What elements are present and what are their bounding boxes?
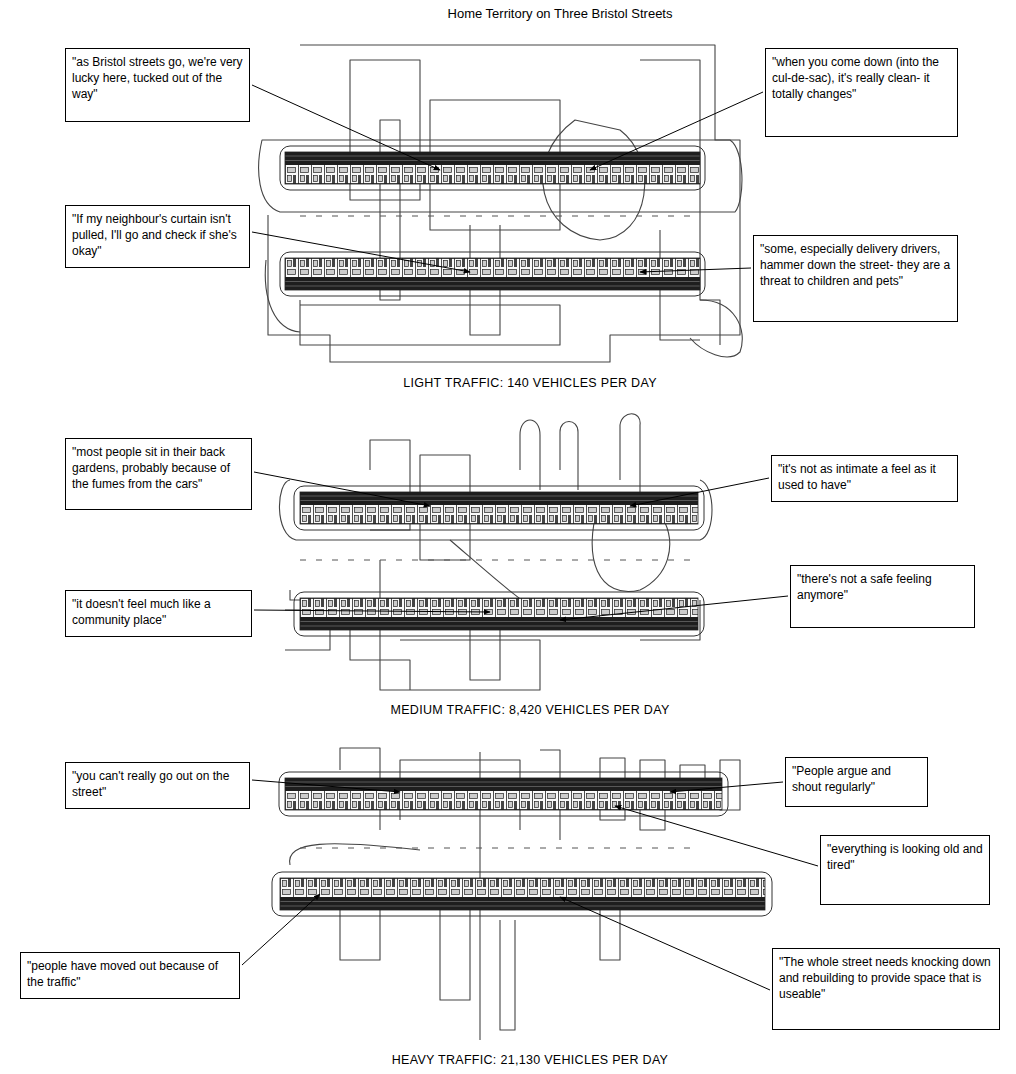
terrace-outline: [294, 486, 704, 530]
territory-scribble: [440, 900, 470, 1000]
quote-box: "The whole street needs knocking down an…: [772, 948, 1000, 1030]
quote-box: "it's not as intimate a feel as it used …: [771, 455, 958, 502]
terrace-outline: [279, 772, 728, 816]
quote-box: "there's not a safe feeling anymore": [790, 565, 975, 628]
quote-text: "as Bristol streets go, we're very lucky…: [72, 54, 243, 103]
leader-line: [242, 85, 818, 990]
quote-box: "when you come down (into the cul-de-sac…: [765, 48, 958, 137]
leader-line: [252, 232, 470, 272]
territory-scribble: [300, 300, 560, 345]
territory-scribble: [279, 414, 712, 690]
leader-line: [560, 897, 770, 990]
quote-box: "as Bristol streets go, we're very lucky…: [65, 48, 250, 122]
territory-scribble: [640, 60, 720, 345]
leader-line: [242, 894, 320, 965]
street-centre-line: [300, 848, 700, 849]
leader-line: [560, 596, 788, 620]
quote-box: "it doesn't feel much like a community p…: [65, 590, 252, 637]
quote-text: "If my neighbour's curtain isn't pulled,…: [72, 211, 243, 260]
terrace-row: [300, 598, 698, 630]
terrace-row: [280, 878, 765, 910]
terrace-outline: [294, 592, 704, 636]
leader-line: [254, 472, 430, 506]
terrace-row: [300, 492, 698, 524]
leader-line: [670, 782, 783, 792]
terrace-outline: [280, 146, 705, 190]
quote-box: "you can't really go out on the street": [65, 762, 250, 809]
terrace-outline: [272, 146, 772, 916]
quote-text: "The whole street needs knocking down an…: [779, 954, 993, 1003]
territory-scribble: [259, 45, 743, 362]
territory-scribble: [560, 422, 578, 491]
quote-text: "most people sit in their back gardens, …: [72, 444, 245, 493]
territory-scribble: [268, 45, 740, 362]
quote-text: "everything is looking old and tired": [827, 841, 983, 873]
terrace-row: [285, 152, 700, 184]
terrace-row: [285, 258, 700, 290]
street-centre-line: [300, 216, 690, 217]
quote-box: "some, especially delivery drivers, hamm…: [753, 235, 958, 322]
quote-box: "everything is looking old and tired": [820, 835, 990, 905]
terrace-outline: [280, 252, 705, 296]
territory-scribble: [259, 140, 742, 212]
traffic-caption: HEAVY TRAFFIC: 21,130 VEHICLES PER DAY: [330, 1053, 730, 1067]
territory-scribble: [500, 920, 515, 1030]
quote-text: "people have moved out because of the tr…: [27, 958, 233, 990]
quote-text: "there's not a safe feeling anymore": [797, 571, 968, 603]
territory-scribble: [520, 420, 540, 490]
quote-box: "People argue and shout regularly": [785, 757, 928, 807]
leader-line: [254, 610, 490, 612]
quote-text: "you can't really go out on the street": [72, 768, 243, 800]
terrace-row: [300, 598, 698, 630]
traffic-caption: MEDIUM TRAFFIC: 8,420 VEHICLES PER DAY: [330, 703, 730, 717]
street-centre-line: [300, 560, 690, 561]
traffic-caption: LIGHT TRAFFIC: 140 VEHICLES PER DAY: [330, 376, 730, 390]
quote-text: "People argue and shout regularly": [792, 763, 921, 795]
terrace-row: [285, 258, 700, 290]
quote-text: "it's not as intimate a feel as it used …: [778, 461, 951, 493]
leader-line: [590, 92, 763, 170]
street-centre-line: [300, 216, 700, 848]
territory-scribble: [340, 910, 380, 960]
leader-line: [615, 806, 818, 866]
leader-line: [630, 478, 769, 506]
terrace-outline: [272, 872, 772, 916]
quote-box: "people have moved out because of the tr…: [20, 952, 240, 999]
terrace-row: [280, 878, 765, 910]
terrace-row: [300, 492, 698, 524]
quote-text: "some, especially delivery drivers, hamm…: [760, 241, 951, 290]
leader-line: [252, 780, 400, 792]
quote-text: "when you come down (into the cul-de-sac…: [772, 54, 951, 103]
leader-line: [252, 85, 440, 170]
quote-box: "If my neighbour's curtain isn't pulled,…: [65, 205, 250, 268]
territory-scribble: [720, 760, 740, 810]
territory-scribble: [290, 844, 420, 865]
terrace-row: [285, 778, 722, 810]
leader-line: [640, 268, 751, 272]
diagram-title: Home Territory on Three Bristol Streets: [360, 6, 760, 21]
quote-box: "most people sit in their back gardens, …: [65, 438, 252, 510]
terrace-row: [285, 778, 722, 810]
terrace-row: [285, 152, 700, 184]
quote-text: "it doesn't feel much like a community p…: [72, 596, 245, 628]
